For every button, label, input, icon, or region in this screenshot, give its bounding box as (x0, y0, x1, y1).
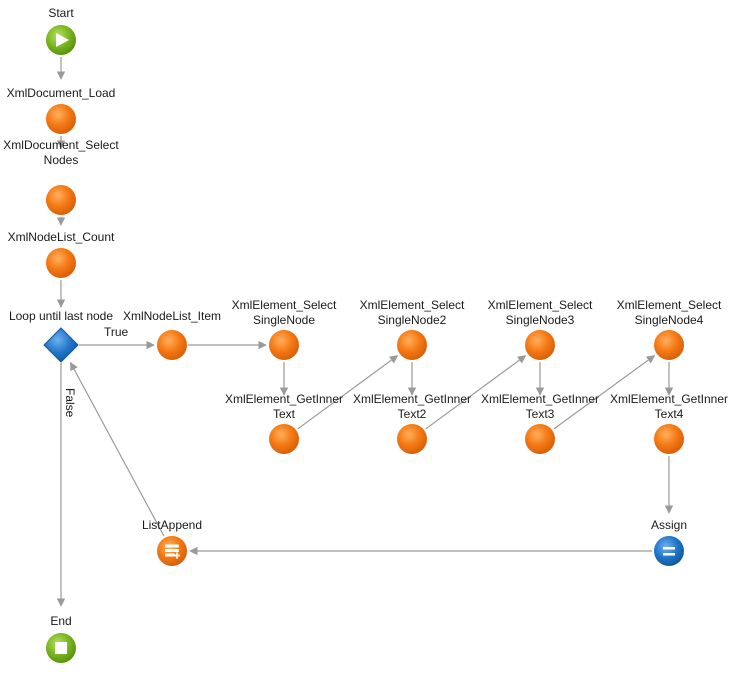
action-node-icon (397, 424, 427, 454)
assign-icon (654, 536, 684, 566)
node-label-loop: Loop until last node (9, 309, 113, 323)
node-label-get2-line2: Text2 (398, 407, 427, 421)
action-node-icon (46, 104, 76, 134)
node-label-sel4-line2: SingleNode4 (635, 313, 704, 327)
node-label-get1-line1: XmlElement_GetInner (225, 392, 343, 406)
edge-append-to-loop (69, 361, 165, 537)
equals-icon (663, 553, 675, 556)
node-label-end: End (50, 614, 71, 628)
action-node-icon (46, 248, 76, 278)
node-label-count: XmlNodeList_Count (8, 230, 115, 244)
node-label-get1-line2: Text (273, 407, 296, 421)
node-label-sel3-line2: SingleNode3 (506, 313, 575, 327)
plus-icon (174, 552, 180, 559)
nodes-layer: StartXmlDocument_LoadXmlDocument_SelectN… (3, 6, 728, 663)
node-end[interactable]: End (46, 614, 76, 663)
node-label-sel3-line1: XmlElement_Select (488, 298, 593, 312)
node-label-get4-line1: XmlElement_GetInner (610, 392, 728, 406)
node-label-sel2-line1: XmlElement_Select (360, 298, 465, 312)
action-node-icon (269, 424, 299, 454)
node-count[interactable]: XmlNodeList_Count (8, 230, 115, 278)
action-node-icon (397, 330, 427, 360)
node-label-selectNodes-line1: XmlDocument_Select (3, 138, 119, 152)
node-load[interactable]: XmlDocument_Load (7, 86, 116, 134)
decision-diamond-icon (43, 327, 79, 363)
node-label-sel4-line1: XmlElement_Select (617, 298, 722, 312)
edge-get2-to-sel3 (425, 355, 527, 430)
node-label-item: XmlNodeList_Item (123, 309, 221, 323)
node-label-append: ListAppend (142, 518, 202, 532)
node-label-start: Start (48, 6, 74, 20)
list-lines-icon (165, 553, 175, 557)
list-lines-icon (165, 549, 179, 552)
action-node-icon (46, 185, 76, 215)
action-node-icon (525, 330, 555, 360)
play-icon (56, 33, 69, 47)
action-node-icon (269, 330, 299, 360)
equals-icon (663, 547, 675, 550)
node-assign[interactable]: Assign (651, 518, 687, 566)
action-node-icon (654, 424, 684, 454)
node-label-sel1-line1: XmlElement_Select (232, 298, 337, 312)
stop-icon (55, 642, 67, 654)
node-start[interactable]: Start (46, 6, 76, 55)
node-label-get3-line2: Text3 (526, 407, 555, 421)
node-label-sel2-line2: SingleNode2 (378, 313, 447, 327)
list-lines-icon (165, 544, 179, 548)
edge-label-true: True (104, 325, 129, 339)
action-node-icon (525, 424, 555, 454)
node-label-get2-line1: XmlElement_GetInner (353, 392, 471, 406)
edge-label-false: False (63, 388, 77, 418)
action-node-icon (157, 330, 187, 360)
node-label-assign: Assign (651, 518, 687, 532)
action-node-icon (654, 330, 684, 360)
node-label-load: XmlDocument_Load (7, 86, 116, 100)
node-label-selectNodes-line2: Nodes (44, 153, 79, 167)
node-item[interactable]: XmlNodeList_Item (123, 309, 221, 360)
node-label-get4-line2: Text4 (655, 407, 684, 421)
node-append[interactable]: ListAppend (142, 518, 202, 566)
node-label-sel1-line2: SingleNode (253, 313, 315, 327)
node-loop[interactable]: Loop until last node (9, 309, 113, 363)
edge-get1-to-sel2 (297, 355, 399, 430)
edge-get3-to-sel4 (553, 355, 656, 430)
node-label-get3-line1: XmlElement_GetInner (481, 392, 599, 406)
